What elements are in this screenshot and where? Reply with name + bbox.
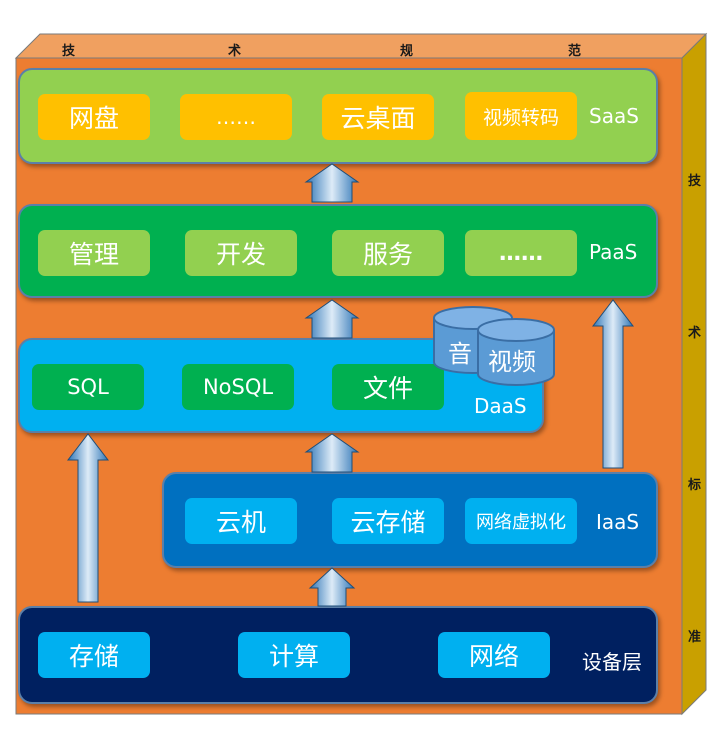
spec-side-char-2: 术	[688, 326, 702, 341]
iaas-label: IaaS	[596, 510, 640, 534]
iaas-item-cloud-storage: 云存储	[332, 498, 444, 544]
iaas-item-cloud-host: 云机	[185, 498, 297, 544]
database-cylinder-icon-video	[477, 318, 555, 386]
daas-label: DaaS	[474, 394, 527, 418]
saas-item-cloud-desktop: 云桌面	[322, 94, 434, 140]
iaas-item-network-virtualization: 网络虚拟化	[465, 498, 577, 544]
spec-side-char-1: 技	[688, 174, 702, 189]
paas-item-manage: 管理	[38, 230, 150, 276]
paas-item-service: 服务	[332, 230, 444, 276]
spec-top-char-2: 术	[228, 44, 242, 59]
saas-label: SaaS	[589, 104, 639, 128]
daas-item-nosql: NoSQL	[182, 364, 294, 410]
device-label: 设备层	[582, 650, 642, 674]
cylinder-audio-label: 音	[448, 340, 472, 368]
saas-item-more: ……	[180, 94, 292, 140]
cylinder-video-label: 视频	[488, 348, 536, 376]
device-item-compute: 计算	[238, 632, 350, 678]
spec-side-char-4: 准	[688, 630, 702, 645]
spec-top-char-1: 技	[62, 44, 76, 59]
paas-item-more: ……	[465, 230, 577, 276]
frame-side-face	[681, 32, 707, 716]
spec-side-char-3: 标	[688, 478, 702, 493]
frame-top-face	[14, 33, 708, 59]
paas-label: PaaS	[589, 240, 638, 264]
paas-item-develop: 开发	[185, 230, 297, 276]
spec-top-char-4: 范	[568, 44, 582, 59]
device-item-storage: 存储	[38, 632, 150, 678]
daas-item-file: 文件	[332, 364, 444, 410]
device-item-network: 网络	[438, 632, 550, 678]
daas-item-sql: SQL	[32, 364, 144, 410]
saas-item-video-transcode: 视频转码	[465, 92, 577, 140]
saas-item-netdisk: 网盘	[38, 94, 150, 140]
spec-top-char-3: 规	[400, 44, 414, 59]
